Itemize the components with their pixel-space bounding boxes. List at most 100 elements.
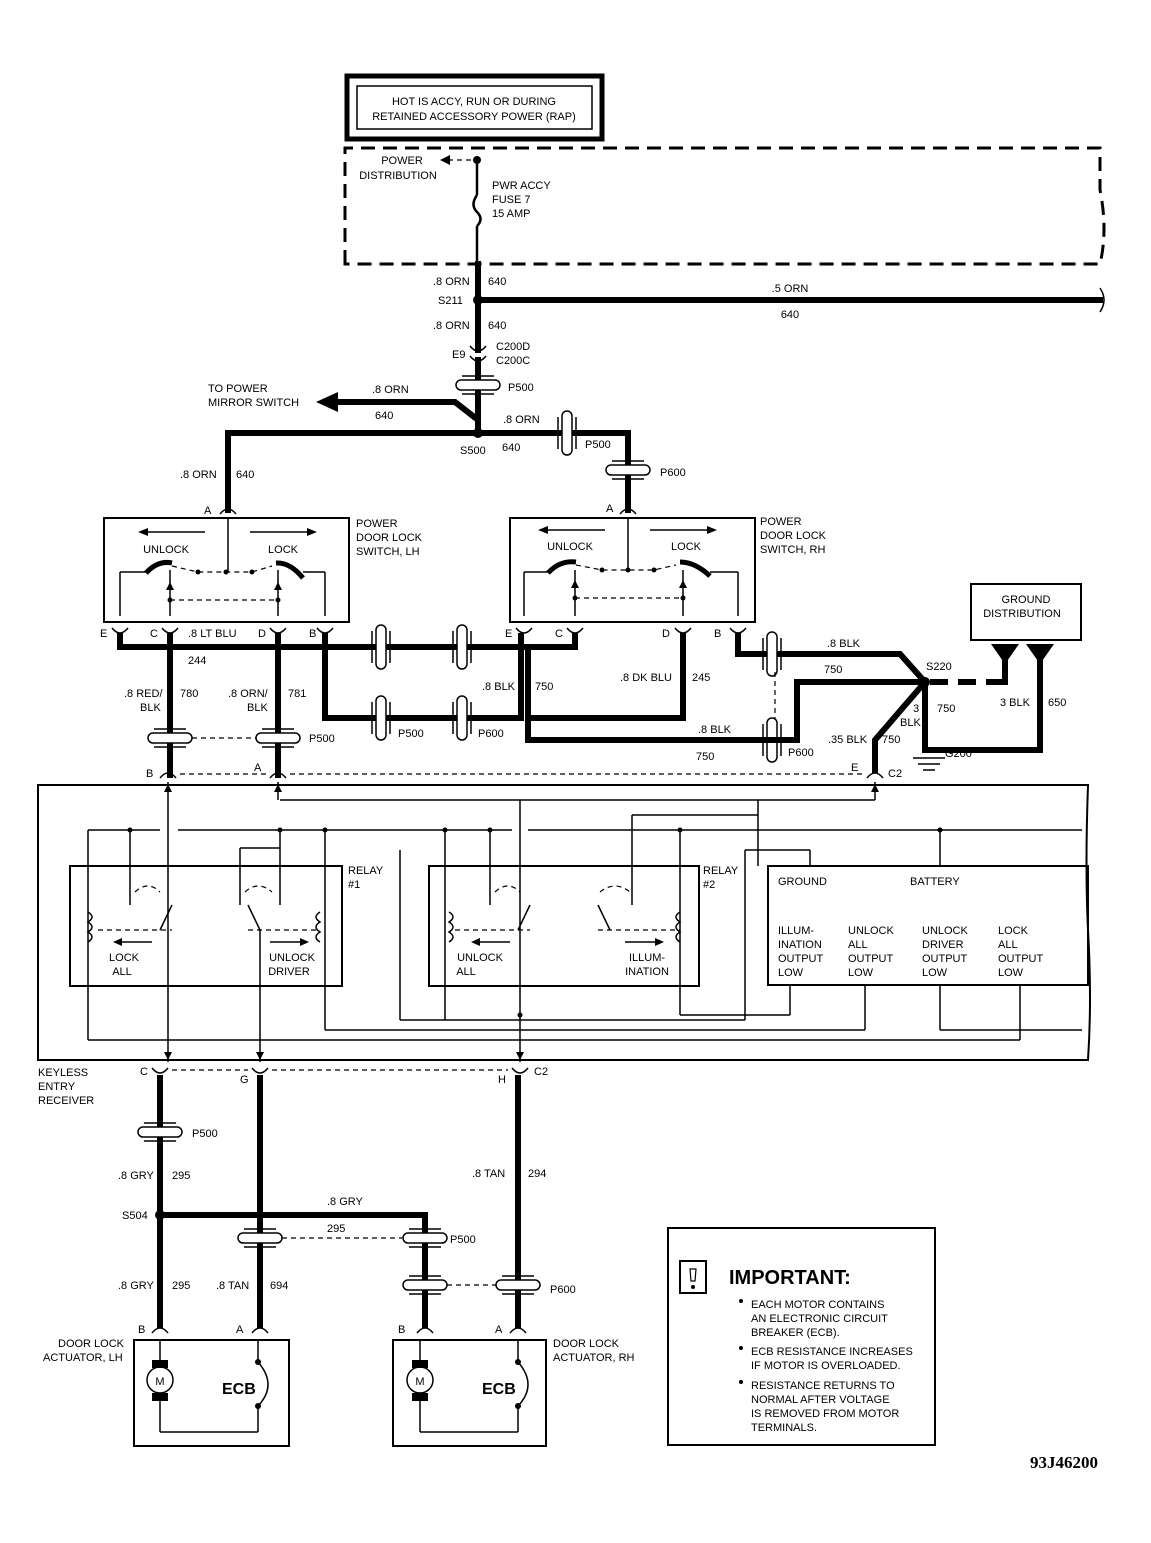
ground-dist-label-2: DISTRIBUTION (983, 608, 1061, 620)
logic-output-label: UNLOCK (922, 925, 969, 937)
important-text: ECB RESISTANCE INCREASES (751, 1346, 913, 1358)
ground-label: G200 (945, 748, 972, 760)
logic-output-label: ALL (848, 939, 868, 951)
switch-lock-label: LOCK (268, 544, 299, 556)
switch-rh-label-3: SWITCH, RH (760, 544, 825, 556)
logic-output-label: OUTPUT (998, 953, 1044, 965)
wire-label: 3 BLK (1000, 697, 1031, 709)
logic-output-label: ALL (998, 939, 1018, 951)
pin-label: D (662, 628, 670, 640)
splice-label-s211: S211 (438, 295, 463, 307)
actuator-lh-label-1: DOOR LOCK (58, 1338, 125, 1350)
splice-label-s504: S504 (122, 1210, 148, 1222)
power-door-lock-switch-rh: UNLOCK LOCK (509, 517, 756, 623)
receiver-label-2: ENTRY (38, 1081, 76, 1093)
logic-output-label: DRIVER (922, 939, 964, 951)
pin-label: A (606, 503, 614, 515)
logic-output-label: OUTPUT (848, 953, 894, 965)
wire-label: .8 BLK (827, 638, 861, 650)
connector-label: P500 (508, 382, 534, 394)
connector-label: P600 (550, 1284, 576, 1296)
wire-label: .8 GRY (118, 1280, 155, 1292)
connector-label: P600 (478, 728, 504, 740)
hot-line-1: HOT IS ACCY, RUN OR DURING (392, 96, 556, 108)
keyless-entry-receiver: RELAY #1 LOCK ALL UNLOCK DRIVER RELAY #2 (37, 782, 1091, 1062)
connector-label: C200D (496, 341, 530, 353)
pin-label: B (146, 768, 153, 780)
important-text: NORMAL AFTER VOLTAGE (751, 1394, 890, 1406)
switch-rh-pins: E C D B (505, 627, 747, 640)
relay-1-lock-label: LOCK (109, 952, 140, 964)
pin-label: A (254, 762, 262, 774)
wire-label: .8 TAN (472, 1168, 505, 1180)
connector-label: P600 (788, 747, 814, 759)
pin-label: E (851, 762, 858, 774)
wire-label: .8 ORN (503, 414, 540, 426)
circuit-number: 640 (488, 276, 506, 288)
splice-label-s500: S500 (460, 445, 486, 457)
important-text: AN ELECTRONIC CIRCUIT (751, 1313, 888, 1325)
wire-label: .5 ORN (772, 283, 809, 295)
fuse-rating: 15 AMP (492, 208, 531, 220)
circuit-number: 295 (172, 1170, 190, 1182)
relay-2-illumination-label: ILLUM- (629, 952, 665, 964)
circuit-number: 640 (502, 442, 520, 454)
pin-label: E9 (452, 349, 465, 361)
relay-2 (428, 865, 700, 987)
logic-output-label: LOCK (998, 925, 1029, 937)
important-title: IMPORTANT: (729, 1267, 851, 1289)
logic-output-label: LOW (922, 967, 948, 979)
pin-label: C (555, 628, 563, 640)
circuit-number: 640 (488, 320, 506, 332)
connector-label: P500 (450, 1234, 476, 1246)
door-lock-actuator-rh: M ECB (392, 1339, 547, 1447)
pin-label: D (258, 628, 266, 640)
wire-label: .8 RED/ (124, 688, 163, 700)
pin-label: B (714, 628, 721, 640)
important-text: EACH MOTOR CONTAINS (751, 1299, 884, 1311)
circuit-number: 295 (172, 1280, 190, 1292)
wire-label: 3 (913, 703, 919, 715)
circuit-number: 780 (180, 688, 198, 700)
ground-distribution-box: GROUND DISTRIBUTION (970, 583, 1082, 641)
wire-label: .8 ORN (372, 384, 409, 396)
relay-1-unlock-label: DRIVER (268, 966, 310, 978)
logic-output-label: OUTPUT (922, 953, 968, 965)
power-distribution-label-1: POWER (381, 155, 423, 167)
actuator-rh-label-1: DOOR LOCK (553, 1338, 620, 1350)
logic-output-label: UNLOCK (848, 925, 895, 937)
actuator-lh-label-2: ACTUATOR, LH (43, 1352, 123, 1364)
power-door-lock-switch-lh: UNLOCK LOCK (103, 517, 350, 623)
ground-symbol (991, 644, 1019, 664)
motor-label: M (415, 1376, 424, 1388)
switch-lh-label-2: DOOR LOCK (356, 532, 423, 544)
logic-output-label: LOW (778, 967, 804, 979)
wire-label: .8 BLK (482, 681, 516, 693)
pin-label: G (240, 1074, 249, 1086)
ground-symbol (1026, 644, 1054, 664)
hot-line-2: RETAINED ACCESSORY POWER (RAP) (372, 111, 576, 123)
fuse-number: FUSE 7 (492, 194, 531, 206)
circuit-number: 244 (188, 655, 206, 667)
pin-label: A (495, 1324, 503, 1336)
pin-label: B (398, 1324, 405, 1336)
pin-label: E (100, 628, 107, 640)
ecb-label: ECB (222, 1381, 256, 1398)
important-text: IF MOTOR IS OVERLOADED. (751, 1360, 901, 1372)
wire-label: BLK (900, 717, 921, 729)
connector-label: P600 (660, 467, 686, 479)
pin-label: E (505, 628, 512, 640)
relay-1-number: #1 (348, 879, 360, 891)
relay-2-label: RELAY (703, 865, 739, 877)
receiver-label-3: RECEIVER (38, 1095, 94, 1107)
relay-2-unlock-label: ALL (456, 966, 476, 978)
logic-module (767, 865, 1089, 986)
connector-label: C200C (496, 355, 530, 367)
power-distribution-label-2: DISTRIBUTION (359, 170, 437, 182)
wire-label: .8 BLK (698, 724, 732, 736)
important-note: IMPORTANT: EACH MOTOR CONTAINS AN ELECTR… (667, 1227, 936, 1446)
logic-ground-label: GROUND (778, 876, 827, 888)
wire-label: .8 LT BLU (188, 628, 237, 640)
circuit-number: 750 (882, 734, 900, 746)
